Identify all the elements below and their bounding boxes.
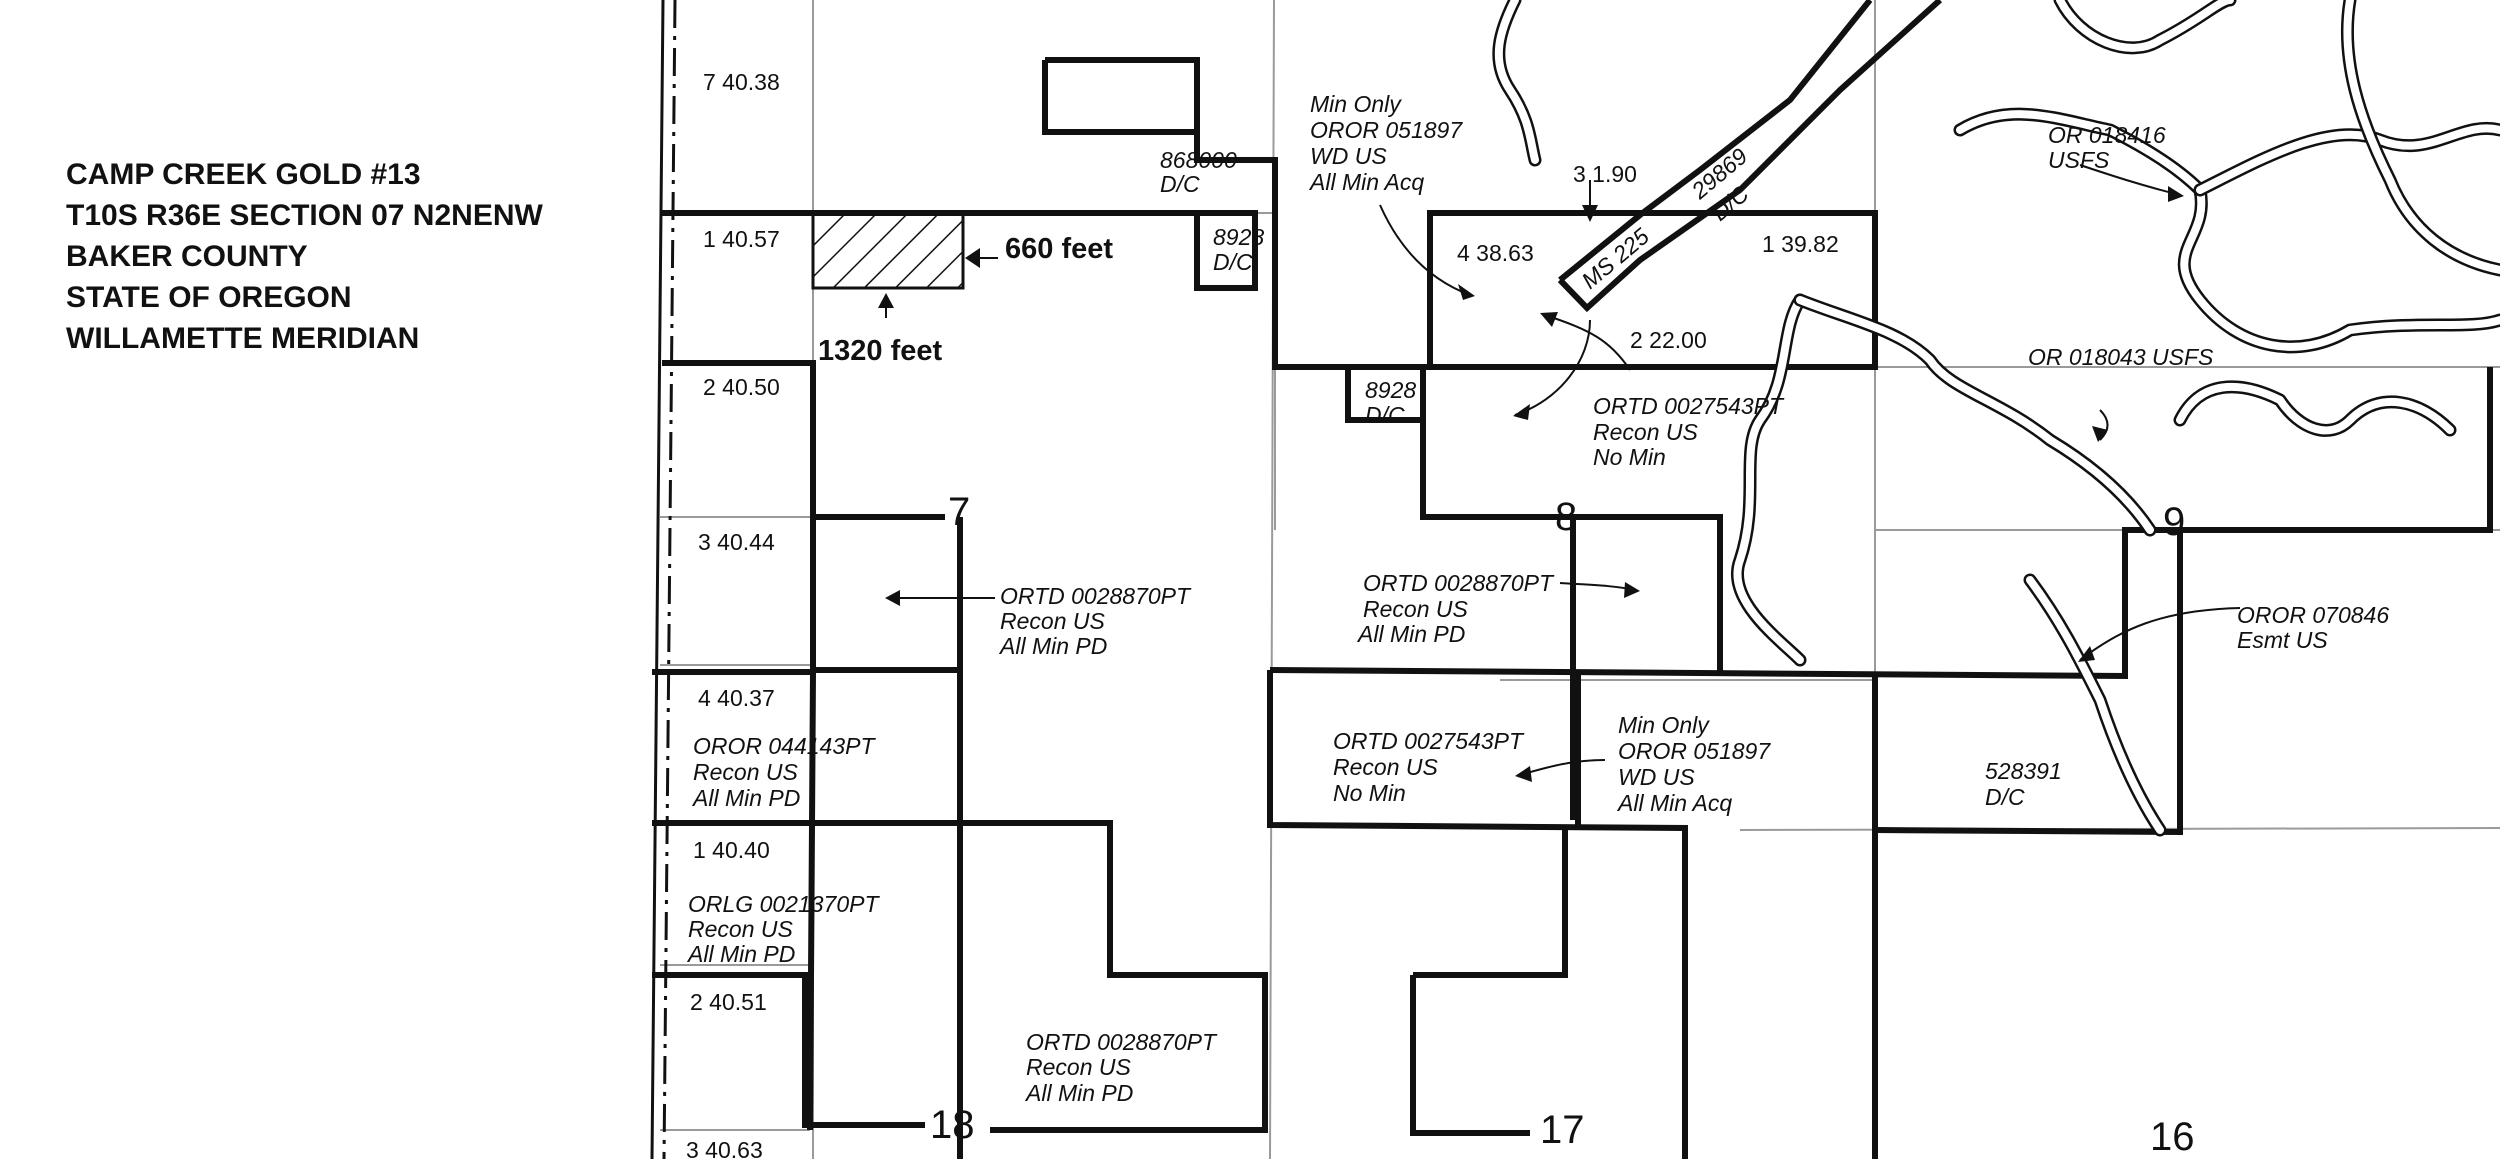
annotation-line: No Min [1593, 444, 1666, 470]
annotation-line: All Min PD [1024, 1080, 1133, 1106]
annotation-line: Recon US [688, 916, 793, 942]
annotation-line: Recon US [693, 759, 798, 785]
subject-claim-parcel [811, 211, 965, 290]
lot-label: 3 40.44 [698, 529, 775, 555]
annotation-line: All Min PD [998, 633, 1107, 659]
annotation-line: Min Only [1310, 91, 1402, 117]
annotation-line: OR 018043 USFS [2028, 344, 2214, 370]
annotation-line: Recon US [1333, 754, 1438, 780]
height-dimension: 1320 feet [818, 335, 942, 367]
lot-label: 2 40.51 [690, 989, 767, 1015]
annotation-line: All Min Acq [1616, 790, 1732, 816]
annotation-line: ORTD 0028870PT [1363, 570, 1555, 596]
annotation-line: OROR 044143PT [693, 733, 876, 759]
annotation-line: ORLG 0021370PT [688, 891, 880, 917]
claim-name: CAMP CREEK GOLD #13 [66, 158, 421, 191]
state: STATE OF OREGON [66, 281, 352, 314]
annotation-line: ORTD 0028870PT [1026, 1029, 1218, 1055]
annotation-line: ORTD 0027543PT [1333, 728, 1525, 754]
annotation-line: All Min PD [686, 941, 795, 967]
section-8: 8 [1555, 495, 1577, 539]
width-dimension: 660 feet [1005, 233, 1113, 265]
leader-arrows [878, 164, 2241, 782]
meridian: WILLAMETTE MERIDIAN [66, 322, 420, 355]
lot-label: 1 40.57 [703, 226, 780, 252]
annotation-line: OROR 070846 [2237, 602, 2389, 628]
annotation-line: All Min Acq [1308, 169, 1424, 195]
annotation-line: ORTD 0028870PT [1000, 583, 1192, 609]
lot-label: 1 40.40 [693, 837, 770, 863]
legal-description: T10S R36E SECTION 07 N2NENW [66, 199, 543, 232]
annotation-line: All Min PD [691, 785, 800, 811]
parcel-id: 528391 [1985, 758, 2062, 784]
lot-label: 4 38.63 [1457, 240, 1534, 266]
section-7: 7 [948, 490, 970, 534]
section-16: 16 [2150, 1115, 2195, 1159]
annotation-line: Recon US [1363, 596, 1468, 622]
parcel-annotations: 868000 D/C 8928 D/C 8928 D/C Min Only OR… [686, 91, 2389, 1106]
annotation-line: WD US [1310, 143, 1387, 169]
annotation-line: Recon US [1000, 608, 1105, 634]
lot-label: 1 39.82 [1762, 231, 1839, 257]
section-9: 9 [2163, 500, 2185, 544]
parcel-id: 8928 [1213, 224, 1264, 250]
annotation-line: ORTD 0027543PT [1593, 393, 1785, 419]
annotation-line: OROR 051897 [1310, 117, 1463, 143]
lot-label: 2 22.00 [1630, 327, 1707, 353]
lot-label: 4 40.37 [698, 685, 775, 711]
section-18: 18 [930, 1103, 975, 1147]
annotation-line: All Min PD [1356, 621, 1465, 647]
lot-label: 2 40.50 [703, 374, 780, 400]
annotation-line: Recon US [1026, 1054, 1131, 1080]
parcel-id: 8928 [1365, 377, 1416, 403]
lot-label: 3 1.90 [1573, 161, 1637, 187]
lot-label: 7 40.38 [703, 69, 780, 95]
creek-lines [1492, 0, 2500, 837]
mineral-survey-strip [1557, 0, 1943, 313]
parcel-status: D/C [1985, 784, 2025, 810]
parcel-status: D/C [1213, 249, 1253, 275]
township-boundary [650, 0, 677, 1159]
section-17: 17 [1540, 1108, 1585, 1152]
county: BAKER COUNTY [66, 240, 308, 273]
annotation-line: Esmt US [2237, 627, 2328, 653]
annotation-line: Recon US [1593, 419, 1698, 445]
lot-label: 3 40.63 [686, 1137, 763, 1159]
parcel-id: 868000 [1160, 147, 1237, 173]
annotation-line: OROR 051897 [1618, 738, 1771, 764]
annotation-line: WD US [1618, 764, 1695, 790]
parcel-boundaries [652, 57, 2493, 1159]
annotation-line: Min Only [1618, 712, 1710, 738]
parcel-status: D/C [1160, 171, 1200, 197]
annotation-line: OR 018416 [2048, 122, 2166, 148]
parcel-status: D/C [1365, 402, 1405, 428]
annotation-line: No Min [1333, 780, 1406, 806]
map-title-block: CAMP CREEK GOLD #13 T10S R36E SECTION 07… [66, 154, 543, 359]
annotation-line: USFS [2048, 147, 2110, 173]
